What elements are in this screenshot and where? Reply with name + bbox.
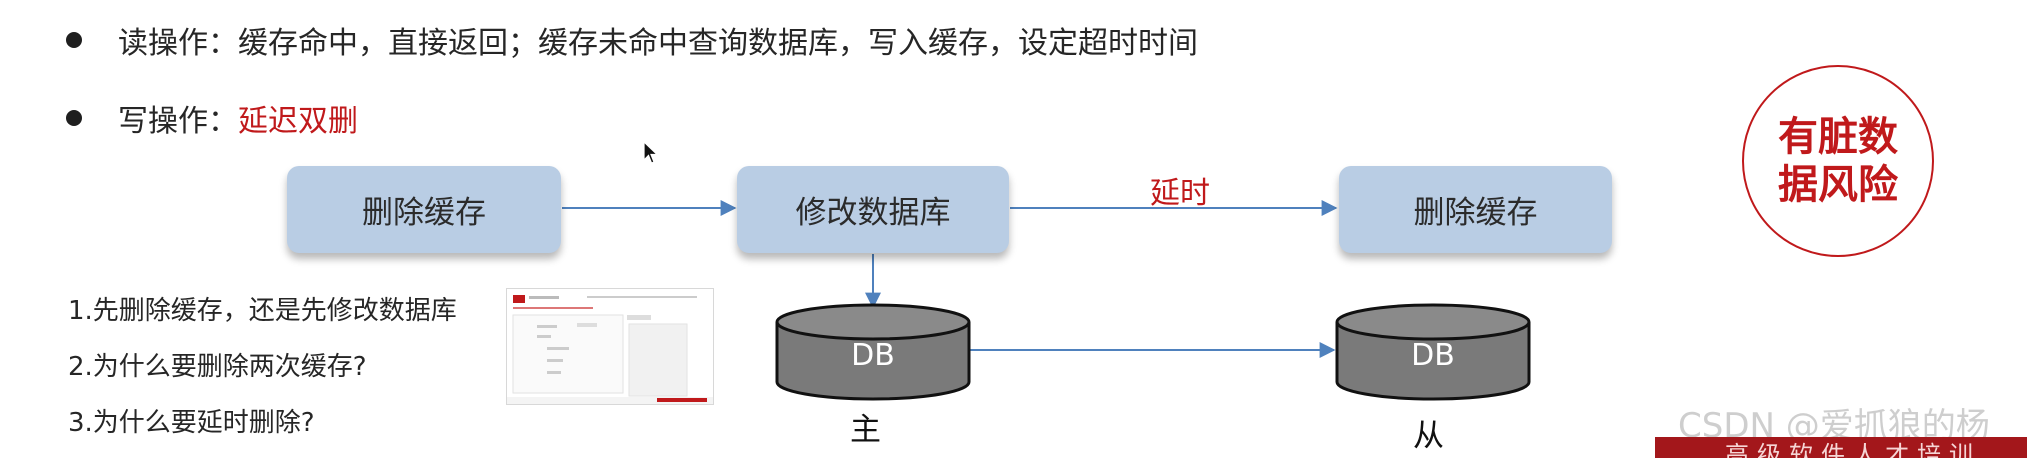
write-operation-label: 写操作： [118,104,238,139]
flow-step-label: 修改数据库 [795,195,951,231]
read-operation-label: 读操作： [118,26,238,61]
flow-step-delete-cache-1: 删除缓存 [287,166,561,253]
slave-db-label: 从 [1413,418,1444,454]
slave-db-cylinder-icon [1335,303,1531,401]
master-db-cylinder-icon [775,303,971,401]
banner-text: 高级软件人才培训 [1725,441,1981,458]
bullet-dot-icon [66,32,82,48]
risk-text-line2: 据风险 [1778,162,1898,208]
master-db-label: 主 [850,412,881,448]
dirty-data-risk-badge: 有脏数 据风险 [1742,65,1934,257]
write-operation-bullet: 写操作：延迟双删 [66,96,358,140]
flow-step-update-database: 修改数据库 [737,166,1009,253]
bullet-dot-icon [66,110,82,126]
flow-step-label: 删除缓存 [362,195,486,231]
read-operation-bullet: 读操作：缓存命中，直接返回；缓存未命中查询数据库，写入缓存，设定超时时间 [66,18,1198,62]
mouse-cursor-icon [643,141,659,164]
document-thumbnail-icon [507,295,713,404]
read-operation-text: 缓存命中，直接返回；缓存未命中查询数据库，写入缓存，设定超时时间 [238,26,1198,61]
write-operation-highlight: 延迟双删 [238,104,358,139]
document-thumbnail-image [506,288,714,405]
question-item: 1.先删除缓存，还是先修改数据库 [68,296,457,326]
question-item: 3.为什么要延时删除? [68,408,315,438]
question-item: 2.为什么要删除两次缓存? [68,352,367,382]
bottom-banner: 高级软件人才培训 [1655,437,2027,458]
flow-step-label: 删除缓存 [1413,195,1538,231]
risk-text-line1: 有脏数 [1778,114,1898,160]
master-db-text: DB [851,338,895,373]
slave-db-text: DB [1411,338,1455,373]
delay-label: 延时 [1150,176,1210,211]
flow-step-delete-cache-2: 删除缓存 [1339,166,1612,253]
